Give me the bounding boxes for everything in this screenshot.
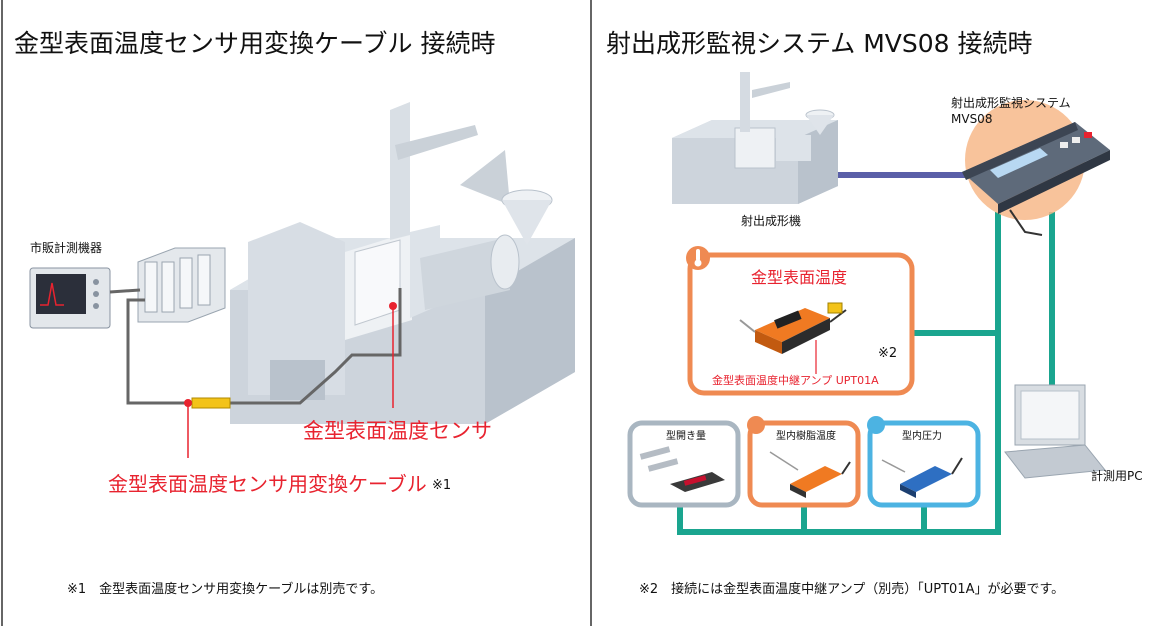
- label-sensor: 金型表面温度センサ: [303, 419, 492, 443]
- mold-opening-label: 型開き量: [666, 429, 706, 442]
- pressure-icon: [867, 416, 885, 434]
- label-pc: 計測用PC: [1091, 468, 1143, 483]
- teal-network: [677, 212, 1055, 535]
- conversion-cable: [126, 288, 402, 405]
- mvs08-device: [962, 122, 1110, 236]
- left-footnote: ※1 金型表面温度センサ用変換ケーブルは別売です。: [67, 581, 383, 597]
- laptop-icon: [1004, 384, 1106, 479]
- thermometer-icon: [747, 416, 765, 434]
- label-instrument: 市販計測機器: [30, 240, 102, 255]
- pressure-label: 型内圧力: [902, 429, 942, 442]
- left-panel-title: 金型表面温度センサ用変換ケーブル 接続時: [14, 29, 495, 58]
- injection-machine-left: [230, 102, 575, 424]
- injection-machine-right: [672, 72, 838, 204]
- mold-opening-device: [639, 446, 725, 492]
- label-machine: 射出成形機: [741, 213, 801, 228]
- resin-temp-box: [747, 420, 861, 508]
- surface-temp-title: 金型表面温度: [751, 268, 847, 287]
- upt01a-amplifier: [739, 302, 847, 354]
- pressure-box: [867, 420, 981, 508]
- surface-temp-amp: 金型表面温度中継アンプ UPT01A: [712, 373, 879, 387]
- thermometer-icon: [686, 246, 710, 270]
- right-footnote: ※2 接続には金型表面温度中継アンプ（別売）「UPT01A」が必要です。: [639, 581, 1064, 597]
- amplifier-modules: [137, 247, 226, 323]
- monitor-icon: [29, 267, 111, 329]
- resin-temp-label: 型内樹脂温度: [776, 429, 836, 442]
- label-cable-note: ※1: [432, 478, 451, 493]
- label-system-line2: MVS08: [951, 112, 992, 126]
- right-panel-title: 射出成形監視システム MVS08 接続時: [606, 29, 1033, 58]
- surface-temp-note: ※2: [878, 346, 897, 361]
- resin-temp-device: [769, 451, 851, 498]
- cable-connector: [191, 397, 231, 409]
- mold-opening-box: [627, 420, 741, 508]
- instrument-cable: [109, 288, 141, 294]
- label-cable: 金型表面温度センサ用変換ケーブル: [108, 472, 427, 496]
- pressure-device: [881, 457, 963, 498]
- label-system-line1: 射出成形監視システム: [951, 95, 1071, 110]
